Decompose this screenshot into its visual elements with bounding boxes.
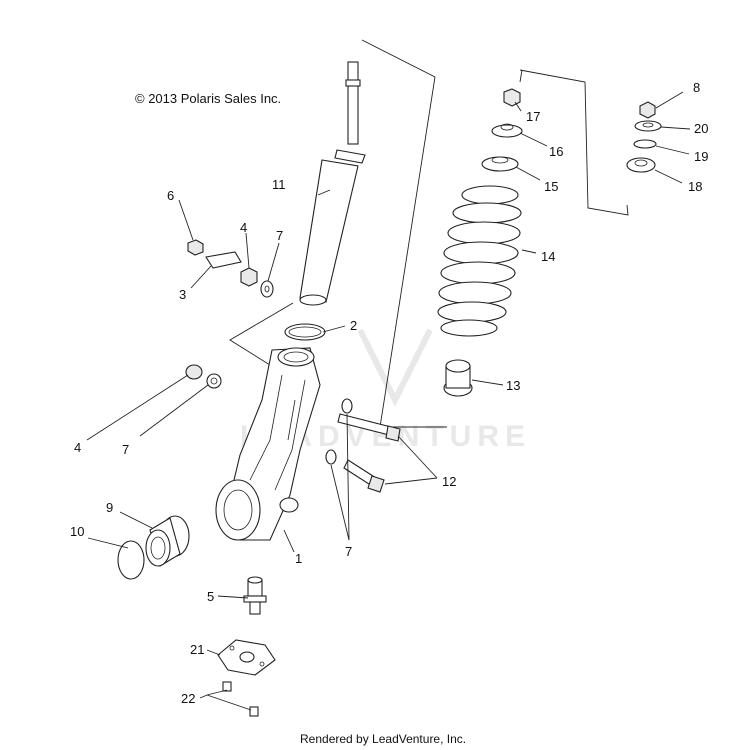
snap-ring-10 xyxy=(117,540,145,580)
callout-11: 11 xyxy=(272,177,286,192)
washer-7-center-lower xyxy=(325,449,337,465)
washer-7-upper xyxy=(260,280,274,298)
bump-stop-13 xyxy=(443,359,473,397)
callout-20: 20 xyxy=(694,121,708,136)
callout-5: 5 xyxy=(207,589,214,604)
footer-credit: Rendered by LeadVenture, Inc. xyxy=(300,732,466,746)
spring-retainer-16 xyxy=(491,123,523,138)
callout-8: 8 xyxy=(693,80,700,95)
washer-20 xyxy=(634,120,662,132)
callout-labels: 1 2 3 4 4 5 6 7 7 7 8 9 10 11 12 13 14 1… xyxy=(70,80,708,706)
nut-4-lower xyxy=(185,364,203,380)
callout-4-lower: 4 xyxy=(74,440,81,455)
copyright-text: © 2013 Polaris Sales Inc. xyxy=(135,91,281,106)
bushing-18 xyxy=(626,157,656,173)
bearing-9 xyxy=(145,515,190,567)
shock-assembly-bracket xyxy=(361,39,447,428)
coil-spring xyxy=(437,185,522,337)
bolt-12-lower xyxy=(343,459,385,493)
screw-22-upper xyxy=(222,681,232,692)
nut-4-upper xyxy=(240,267,258,287)
top-hardware-bracket xyxy=(519,69,629,216)
callout-2: 2 xyxy=(350,318,357,333)
callout-17: 17 xyxy=(526,109,540,124)
callout-19: 19 xyxy=(694,149,708,164)
callout-4-upper: 4 xyxy=(240,220,247,235)
washer-7-left xyxy=(206,373,222,389)
callout-14: 14 xyxy=(541,249,555,264)
callout-22: 22 xyxy=(181,691,195,706)
washer-19 xyxy=(633,139,657,149)
nut-6 xyxy=(187,239,204,256)
spring-bracket-top xyxy=(519,69,523,83)
callout-7-left: 7 xyxy=(122,442,129,457)
leader-lines xyxy=(86,91,691,711)
callout-13: 13 xyxy=(506,378,520,393)
steering-knuckle xyxy=(215,347,321,541)
callout-18: 18 xyxy=(688,179,702,194)
nut-17 xyxy=(503,88,521,107)
callout-15: 15 xyxy=(544,179,558,194)
callout-21: 21 xyxy=(190,642,204,657)
bolt-12-upper xyxy=(337,413,401,442)
o-ring-2 xyxy=(284,323,326,341)
callout-1: 1 xyxy=(295,551,302,566)
callout-7-center: 7 xyxy=(345,544,352,559)
callout-9: 9 xyxy=(106,500,113,515)
ball-joint-5 xyxy=(243,576,267,615)
callout-7-upper: 7 xyxy=(276,228,283,243)
callout-10: 10 xyxy=(70,524,84,539)
knuckle-bracket xyxy=(229,302,294,366)
callout-3: 3 xyxy=(179,287,186,302)
bracket-3 xyxy=(205,251,242,269)
callout-16: 16 xyxy=(549,144,563,159)
shock-absorber xyxy=(299,61,366,306)
screw-22-lower xyxy=(249,706,259,717)
spring-seat-15 xyxy=(481,156,519,172)
callout-6: 6 xyxy=(167,188,174,203)
nut-8 xyxy=(639,101,656,119)
callout-12: 12 xyxy=(442,474,456,489)
plate-21 xyxy=(217,639,276,676)
washer-7-center-upper xyxy=(341,398,353,414)
